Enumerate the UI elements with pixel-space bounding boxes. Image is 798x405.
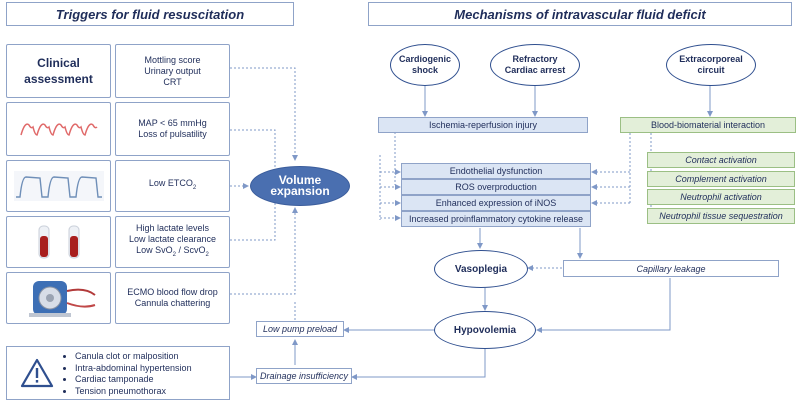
ecmo-line: Cannula chattering — [134, 298, 211, 308]
map-line: MAP < 65 mmHg — [138, 118, 207, 128]
arterial-waveform-image — [6, 102, 111, 156]
hypovolemia-node: Hypovolemia — [434, 311, 536, 349]
causes-list: Canula clot or malposition Intra-abdomin… — [63, 351, 192, 397]
drainage-insufficiency-label: Drainage insufficiency — [259, 371, 349, 381]
etco2-text: Low ETCO2 — [149, 178, 196, 194]
clinical-item: Urinary output — [144, 65, 201, 76]
endothelial-dysfunction-item: Endothelial dysfunction — [401, 163, 591, 179]
low-pump-preload-box: Low pump preload — [256, 321, 344, 337]
inos-expression-item: Enhanced expression of iNOS — [401, 195, 591, 211]
warning-icon — [20, 358, 54, 388]
cytokine-release-item: Increased proinflammatory cytokine relea… — [401, 211, 591, 227]
green-item-label: Neutrophil tissue sequestration — [659, 211, 783, 221]
cardiogenic-shock-line: Cardiogenic — [398, 54, 451, 64]
refractory-arrest-line: Refractory — [512, 54, 558, 64]
refractory-cardiac-arrest-node: Refractory Cardiac arrest — [490, 44, 580, 86]
center-item-label: Increased proinflammatory cytokine relea… — [408, 214, 584, 224]
capillary-leakage-label: Capillary leakage — [636, 263, 706, 274]
drainage-insufficiency-box: Drainage insufficiency — [256, 368, 352, 384]
clinical-label-line2: assessment — [24, 72, 93, 86]
ischemia-reperfusion-bar: Ischemia-reperfusion injury — [378, 117, 588, 133]
complement-activation-item: Complement activation — [647, 171, 795, 187]
extracorporeal-circuit-node: Extracorporeal circuit — [666, 44, 756, 86]
refractory-arrest-text: Refractory Cardiac arrest — [505, 54, 566, 76]
scvo2-subscript: 2 — [205, 251, 209, 258]
triggers-title: Triggers for fluid resuscitation — [6, 2, 294, 26]
cause-item: Tension pneumothorax — [75, 386, 192, 398]
cause-item: Intra-abdominal hypertension — [75, 363, 192, 375]
lactate-line-3: Low SvO2 / ScvO2 — [136, 245, 209, 261]
blood-biomaterial-bar: Blood-biomaterial interaction — [620, 117, 796, 133]
center-item-label: Endothelial dysfunction — [449, 166, 543, 176]
green-item-label: Neutrophil activation — [680, 192, 762, 202]
volume-expansion-label: Volume expansion — [270, 173, 330, 198]
lactate-line: Low lactate clearance — [128, 234, 217, 245]
etco2-label: Low ETCO — [148, 178, 193, 189]
refractory-arrest-line: Cardiac arrest — [504, 65, 566, 75]
etco2-subscript: 2 — [192, 184, 197, 191]
green-item-label: Complement activation — [675, 174, 767, 184]
volume-expansion-node: Volume expansion — [250, 166, 350, 206]
etco2-box: Low ETCO2 — [115, 160, 230, 212]
blood-tubes-icon — [38, 225, 79, 259]
clinical-label-line1: Clinical — [37, 56, 80, 70]
ecmo-device-image — [6, 272, 111, 324]
clinical-assessment-label: Clinical assessment — [6, 44, 111, 98]
ecmo-box: ECMO blood flow drop Cannula chattering — [115, 272, 230, 324]
extracorporeal-line: Extracorporeal — [679, 54, 743, 64]
center-item-label: Enhanced expression of iNOS — [435, 198, 557, 208]
ecmo-line: ECMO blood flow drop — [127, 287, 218, 297]
cardiogenic-shock-text: Cardiogenic shock — [399, 54, 451, 76]
contact-activation-item: Contact activation — [647, 152, 795, 168]
clinical-item: Mottling score — [144, 54, 201, 65]
svo2-subscript: 2 — [172, 251, 176, 258]
lactate-line: High lactate levels — [135, 223, 210, 234]
mechanisms-title: Mechanisms of intravascular fluid defici… — [368, 2, 792, 26]
capillary-leakage-box: Capillary leakage — [563, 260, 779, 277]
svo2-label: Low SvO — [136, 245, 173, 256]
blood-biomaterial-label: Blood-biomaterial interaction — [650, 120, 766, 130]
neutrophil-sequestration-item: Neutrophil tissue sequestration — [647, 208, 795, 224]
extracorporeal-text: Extracorporeal circuit — [679, 54, 743, 76]
scvo2-label: / ScvO — [176, 245, 206, 256]
green-item-label: Contact activation — [685, 155, 757, 165]
lactate-box: High lactate levels Low lactate clearanc… — [115, 216, 230, 268]
causes-list-wrap: Canula clot or malposition Intra-abdomin… — [63, 351, 192, 397]
cardiogenic-shock-node: Cardiogenic shock — [390, 44, 460, 86]
neutrophil-activation-item: Neutrophil activation — [647, 189, 795, 205]
cause-item: Canula clot or malposition — [75, 351, 192, 363]
low-pump-preload-label: Low pump preload — [262, 324, 338, 334]
causes-box: Canula clot or malposition Intra-abdomin… — [6, 346, 230, 400]
extracorporeal-line: circuit — [697, 65, 725, 75]
map-line: Loss of pulsatility — [138, 129, 207, 139]
ecmo-device-icon — [28, 281, 96, 317]
center-item-label: ROS overproduction — [455, 182, 537, 192]
vasoplegia-node: Vasoplegia — [434, 250, 528, 288]
clinical-item: CRT — [163, 76, 182, 87]
mechanisms-title-text: Mechanisms of intravascular fluid defici… — [454, 6, 706, 22]
vasoplegia-label: Vasoplegia — [454, 263, 508, 275]
cause-item: Cardiac tamponade — [75, 374, 192, 386]
clinical-items-box: Mottling score Urinary output CRT — [115, 44, 230, 98]
cardiogenic-shock-line: shock — [411, 65, 438, 75]
capnography-waveform-icon — [13, 171, 104, 201]
arterial-waveform-icon — [19, 123, 98, 136]
hypovolemia-label: Hypovolemia — [453, 324, 517, 336]
ros-overproduction-item: ROS overproduction — [401, 179, 591, 195]
map-box: MAP < 65 mmHg Loss of pulsatility — [115, 102, 230, 156]
triggers-title-text: Triggers for fluid resuscitation — [55, 6, 245, 22]
blood-tubes-image — [6, 216, 111, 268]
capnography-image — [6, 160, 111, 212]
ischemia-label: Ischemia-reperfusion injury — [428, 120, 538, 130]
